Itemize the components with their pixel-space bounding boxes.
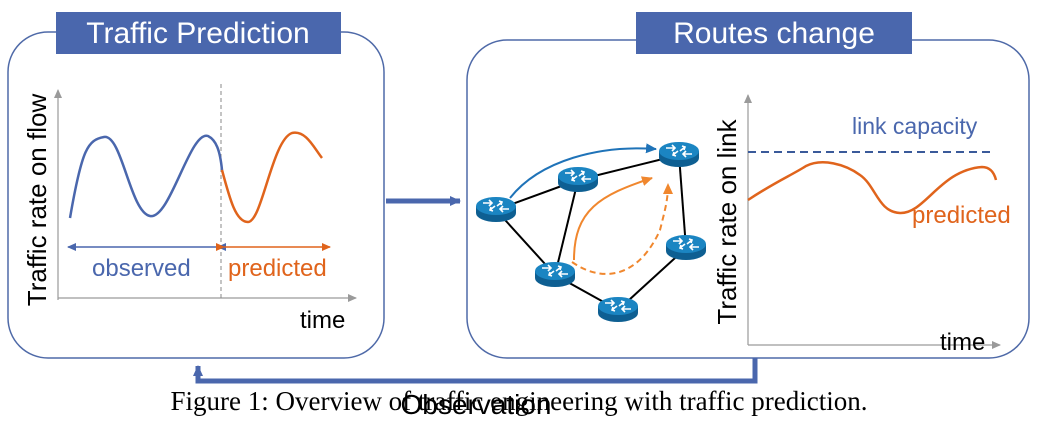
observation-label: Observation [401, 389, 552, 420]
predicted-curve [220, 131, 323, 224]
traffic-prediction-panel: Traffic Prediction Traffic rate on flow … [7, 12, 385, 359]
figure-caption: Figure 1: Overview of traffic engineerin… [170, 386, 868, 416]
observed-label: observed [92, 255, 191, 282]
predicted-link-label: predicted [912, 202, 1011, 229]
router-icon [658, 141, 700, 168]
link [678, 154, 687, 249]
router-icon [475, 196, 517, 223]
right-panel-title-box [636, 12, 912, 54]
observation-feedback-arrow [193, 358, 758, 384]
current-route-arrow [509, 143, 657, 199]
router-icon [597, 296, 639, 323]
link [554, 179, 579, 276]
router-icon [534, 261, 576, 288]
left-y-axis-label: Traffic rate on flow [22, 94, 52, 307]
predicted-link-load-curve [747, 161, 998, 215]
left-panel-title-box [56, 12, 341, 54]
routes-change-panel: Routes change Traffic rate on link time … [466, 12, 1030, 359]
link-capacity-label: link capacity [852, 113, 978, 139]
right-panel-title: Routes change [673, 17, 875, 50]
router-icon [665, 234, 707, 261]
right-x-axis-label: time [940, 329, 985, 356]
new-route-arrow [573, 176, 653, 261]
observed-curve [68, 134, 224, 219]
rerouted-path-arrow [571, 183, 673, 275]
left-x-axis-label: time [300, 307, 345, 334]
router-icon [557, 166, 599, 193]
right-y-axis-label: Traffic rate on link [712, 118, 742, 324]
predicted-label: predicted [228, 255, 327, 282]
left-panel-title: Traffic Prediction [86, 17, 309, 50]
